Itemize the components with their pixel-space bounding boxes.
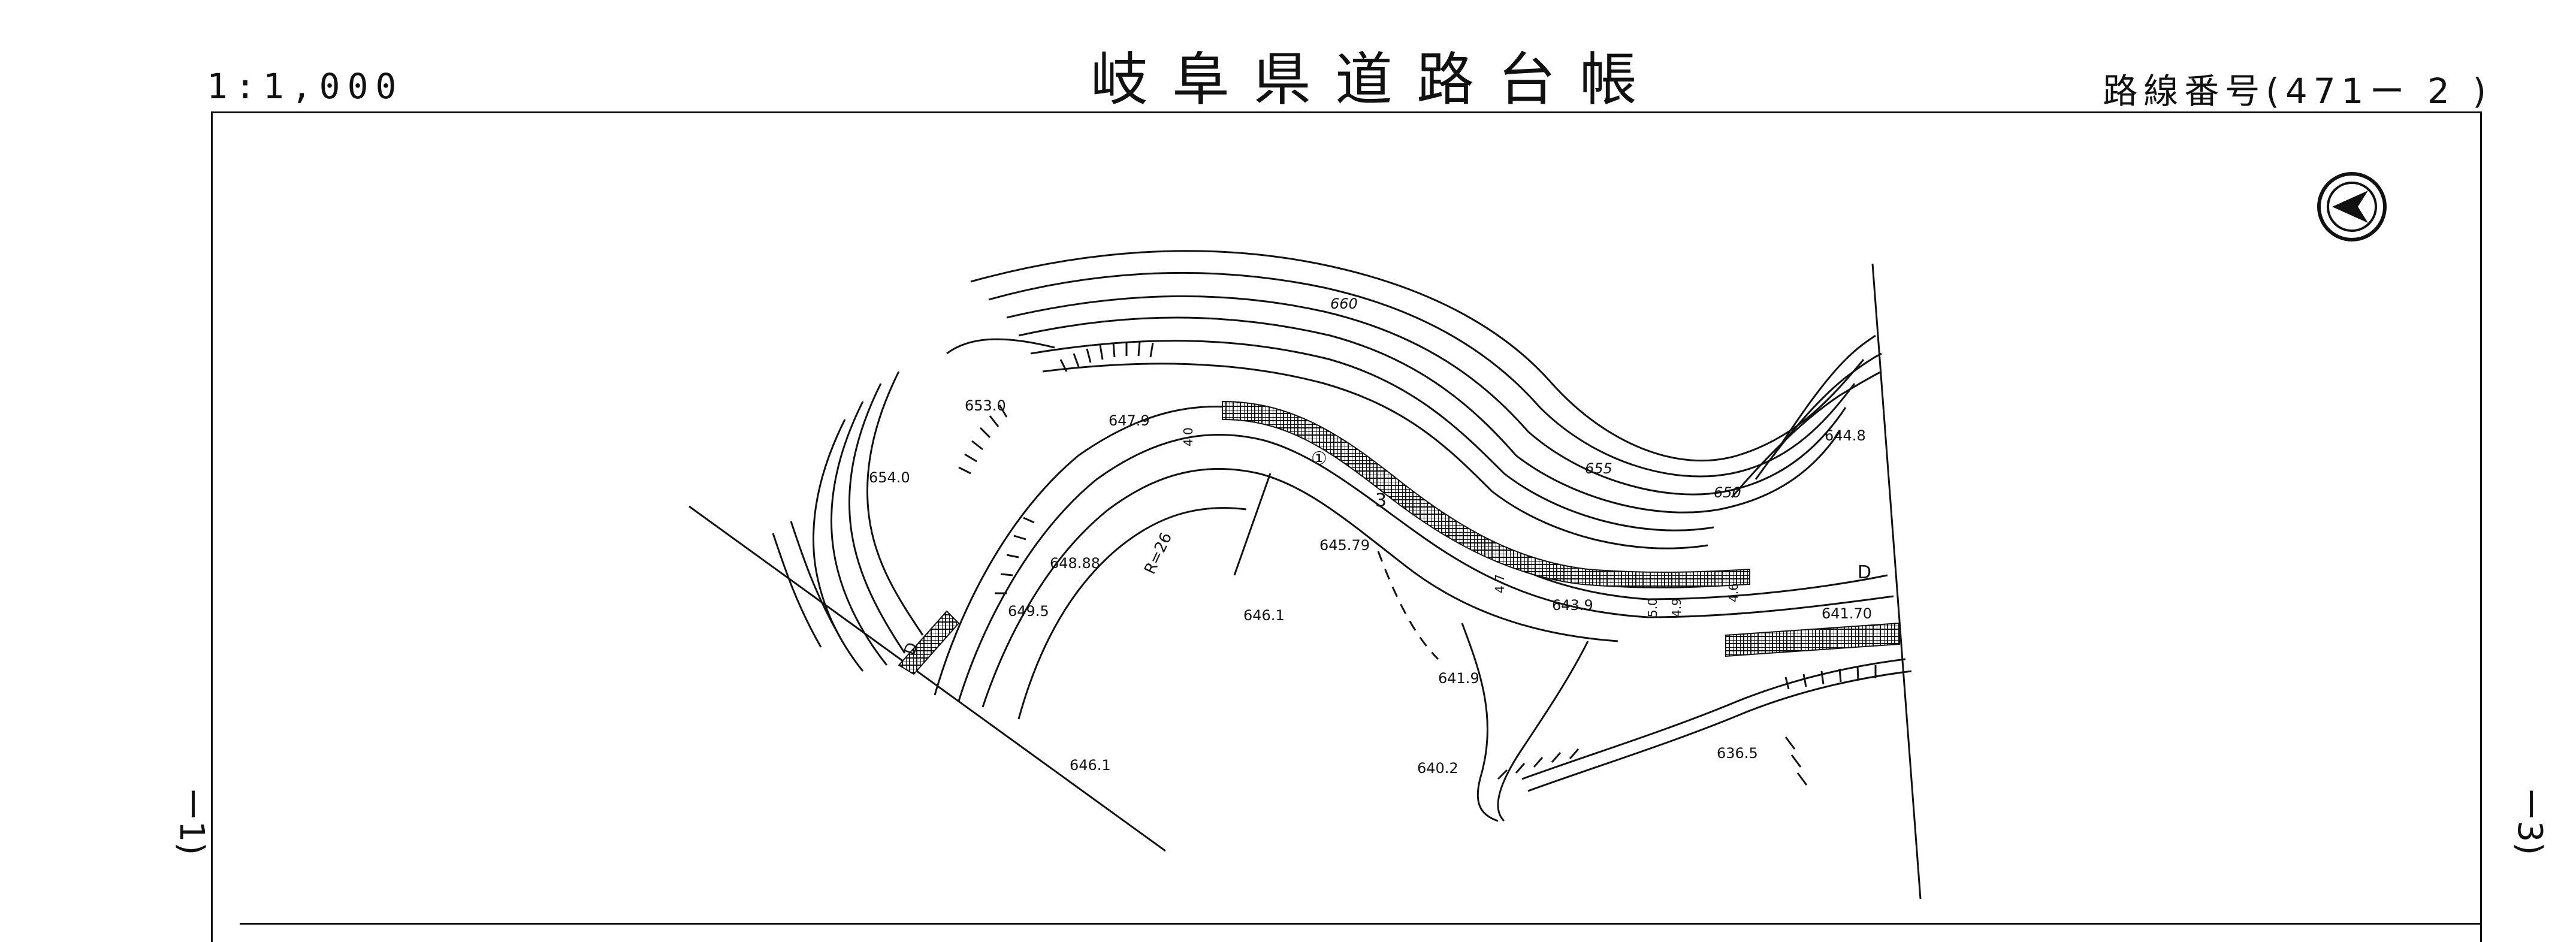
north-arrow-icon [2317,172,2387,241]
retaining-wall-left [898,610,960,675]
width-labels: 4.0 4.9 5.0 4.6 4.7 [1181,427,1741,617]
contour-labels: 660 655 650 [1330,295,1741,501]
elevation-641-9: 641.9 [1438,670,1479,687]
contour-label-650: 650 [1714,484,1741,501]
width-label-4-6: 4.6 [1726,583,1741,602]
elevation-640-2: 640.2 [1417,760,1458,777]
width-label-4-0: 4.0 [1181,427,1195,446]
retaining-wall-upper [1222,400,1750,588]
retaining-wall-right [1725,622,1900,657]
boundary-line-right [1871,263,1922,899]
elevation-643-9: 643.9 [1552,597,1593,614]
elevation-641-70: 641.70 [1822,605,1872,622]
lower-frame-line [240,923,2481,925]
width-label-5-0: 5.0 [1645,598,1660,617]
elevation-645-79: 645.79 [1319,537,1370,554]
elevation-654-0: 654.0 [869,469,910,486]
slope-hachures [958,341,1877,786]
terrain-features [1233,473,1912,822]
map-scale: 1:1,000 [207,66,404,107]
elevation-648-88: 648.88 [1050,555,1100,572]
direction-label-right: D [1858,562,1871,583]
contour-lines [772,250,1882,672]
route-number: 路線番号(471ー 2 ) [2103,71,2492,111]
contour-label-660: 660 [1330,295,1358,312]
elevation-points: 653.0 654.0 647.9 648.88 649.5 645.79 64… [869,397,1872,777]
elevation-647-9: 647.9 [1109,412,1150,429]
elevation-646-1a: 646.1 [1243,607,1285,624]
contour-label-655: 655 [1585,460,1612,477]
boundary-line-left [688,505,1166,852]
elevation-653-0: 653.0 [965,397,1006,414]
page-title: 岐阜県道路台帳 [1091,46,1661,113]
route-circle-label: ① [1311,448,1327,469]
width-label-4-7: 4.7 [1493,574,1507,593]
width-label-4-9: 4.9 [1669,598,1684,617]
curve-radius-label: R=26 [1141,530,1176,577]
map-frame [211,111,2482,942]
elevation-636-5: 636.5 [1717,745,1758,762]
elevation-644-8: 644.8 [1825,427,1866,444]
elevation-649-5: 649.5 [1008,603,1049,620]
km-post-label: 3 [1375,490,1387,511]
elevation-646-1b: 646.1 [1070,757,1111,774]
